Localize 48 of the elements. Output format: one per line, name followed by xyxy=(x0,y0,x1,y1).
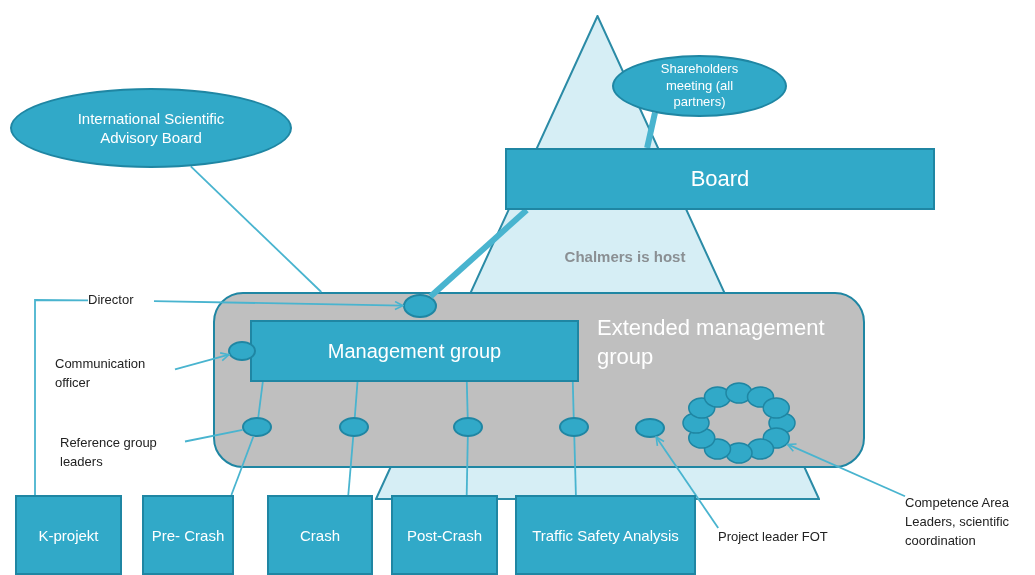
group-title: Extended management group xyxy=(597,314,826,371)
unit-label: Traffic Safety Analysis xyxy=(531,526,680,544)
annotation-text: Director xyxy=(88,291,154,310)
unit-label: K-projekt xyxy=(37,526,100,544)
arrow xyxy=(655,436,720,529)
connector-line xyxy=(465,381,469,418)
connector-line xyxy=(34,299,89,496)
unit-box xyxy=(250,320,579,382)
connector-line xyxy=(347,436,355,496)
connector-line xyxy=(571,381,575,418)
connector-line xyxy=(189,165,323,293)
unit-label: Pre- Crash xyxy=(150,526,226,544)
unit-label: Crash xyxy=(299,526,341,544)
unit-label: Board xyxy=(689,166,751,192)
ellipse-label: Shareholders meeting (all partners) xyxy=(659,60,740,112)
arrow xyxy=(153,300,404,311)
connector-line xyxy=(257,381,264,418)
unit-box xyxy=(142,495,234,575)
unit-box xyxy=(391,495,498,575)
ellipse-label: International Scientific Advisory Board xyxy=(76,108,226,148)
oval-marker xyxy=(228,341,256,361)
connector-line xyxy=(644,112,658,149)
oval-marker xyxy=(403,294,437,318)
oval-marker xyxy=(453,417,483,437)
annotation-text: Project leader FOT xyxy=(718,528,858,548)
arrow xyxy=(174,352,230,371)
connector-line xyxy=(465,436,469,496)
unit-box xyxy=(267,495,373,575)
annotation-text: Reference group leaders xyxy=(60,434,185,474)
connector-line xyxy=(230,435,255,496)
unit-label: Post-Crash xyxy=(406,526,483,544)
annotation-text: Competence Area Leaders, scientific coordination xyxy=(905,494,1035,556)
unit-label: Management group xyxy=(326,339,503,363)
annotation-text: Communication officer xyxy=(55,355,175,395)
oval-marker xyxy=(339,417,369,437)
connector-line xyxy=(573,436,577,496)
unit-box xyxy=(505,148,935,210)
group-panel xyxy=(213,292,865,468)
unit-box xyxy=(515,495,696,575)
connector-line xyxy=(353,381,359,418)
oval-marker xyxy=(635,418,665,438)
connector-line xyxy=(184,429,244,443)
pyramid-label: Chalmers is host xyxy=(563,248,687,265)
arrow xyxy=(786,443,906,498)
oval-marker xyxy=(242,417,272,437)
connector-line xyxy=(428,207,529,299)
oval-marker xyxy=(559,417,589,437)
unit-box xyxy=(15,495,122,575)
